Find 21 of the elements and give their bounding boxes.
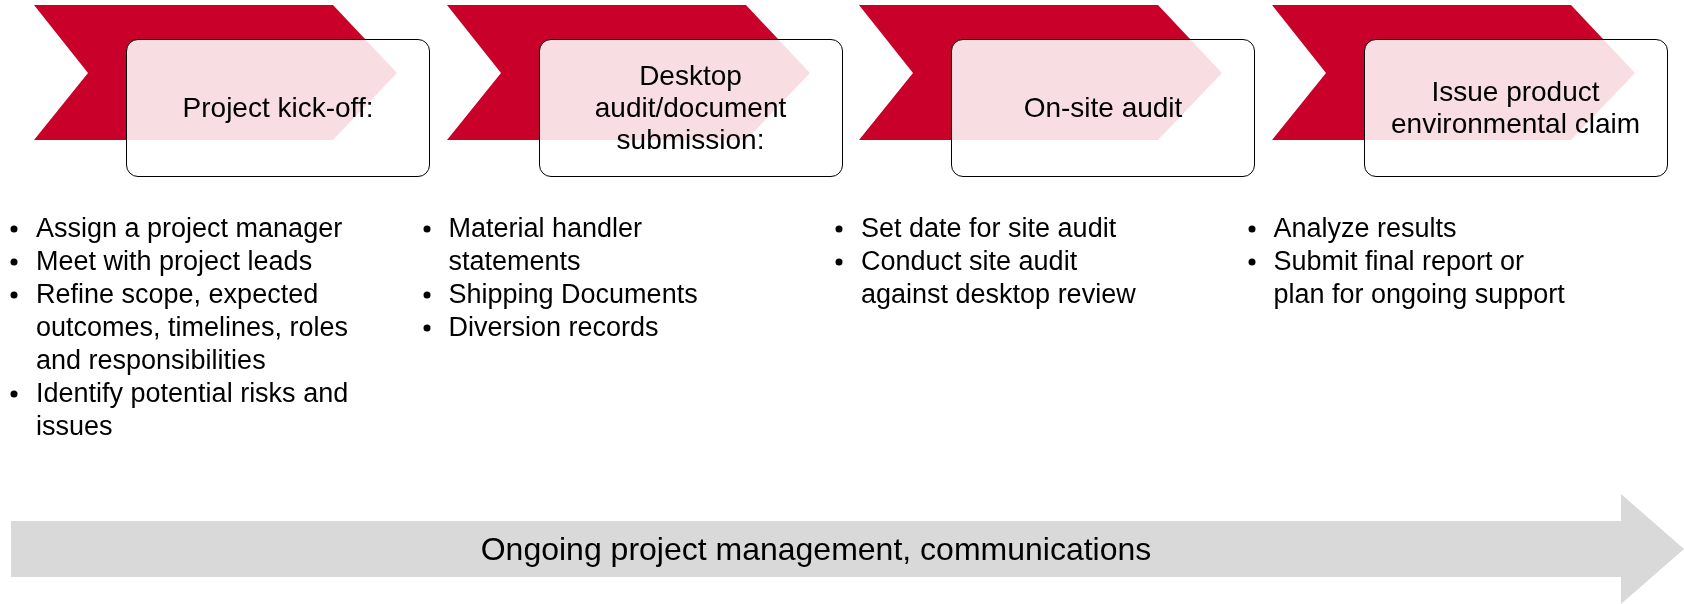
timeline-arrow: [11, 494, 1684, 604]
bullet-text: Shipping Documents: [448, 279, 698, 309]
bullet-text: Assign a project manager: [36, 213, 343, 243]
step-title: Project kick-off:: [182, 92, 374, 124]
step-box: [538, 39, 843, 177]
step-box: [951, 39, 1255, 177]
step-title: Desktop audit/document submission:: [593, 60, 788, 156]
bullet-text: Identify potential risks and issues: [36, 378, 349, 441]
bullet-text: Diversion records: [448, 312, 659, 342]
bullet-text: Refine scope, expected outcomes, timelines, roles and responsibilities: [36, 279, 349, 375]
step-box: [1363, 39, 1668, 177]
bullet-text: Analyze results: [1273, 213, 1457, 243]
bullet-text: Material handler statements: [448, 213, 643, 276]
step-box: [126, 39, 430, 177]
bullet-text: Set date for site audit: [861, 213, 1117, 243]
bullet-text: Conduct site audit against desktop review: [861, 246, 1136, 309]
arrow-label: Ongoing project management, communications: [479, 530, 1153, 569]
bullet-text: Meet with project leads: [36, 246, 313, 276]
step-title: On-site audit: [1023, 92, 1183, 124]
bullet-text: Submit final report or plan for ongoing support: [1273, 246, 1565, 309]
step-title: Issue product environmental claim: [1390, 76, 1641, 140]
